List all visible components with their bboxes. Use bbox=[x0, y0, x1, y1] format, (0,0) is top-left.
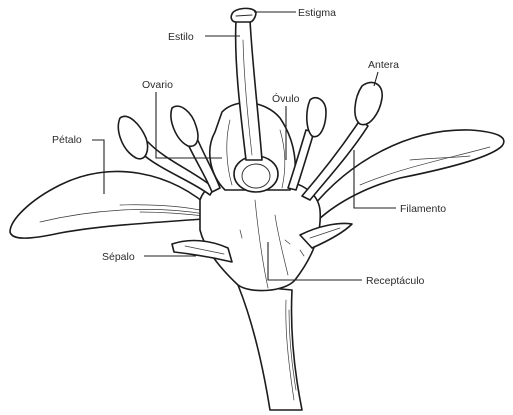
label-ovulo: Óvulo bbox=[272, 92, 300, 105]
label-antera: Antera bbox=[368, 59, 399, 71]
stem bbox=[238, 285, 302, 410]
ovule bbox=[234, 156, 278, 192]
label-estilo: Estilo bbox=[168, 31, 194, 43]
label-ovario: Ovario bbox=[142, 79, 173, 91]
label-petalo: Pétalo bbox=[52, 134, 82, 146]
label-estigma: Estigma bbox=[298, 7, 336, 19]
label-filamento: Filamento bbox=[400, 203, 446, 215]
label-receptaculo: Receptáculo bbox=[366, 275, 425, 287]
label-sepalo: Sépalo bbox=[102, 251, 135, 263]
left-petal bbox=[10, 171, 215, 238]
stigma bbox=[231, 8, 256, 22]
